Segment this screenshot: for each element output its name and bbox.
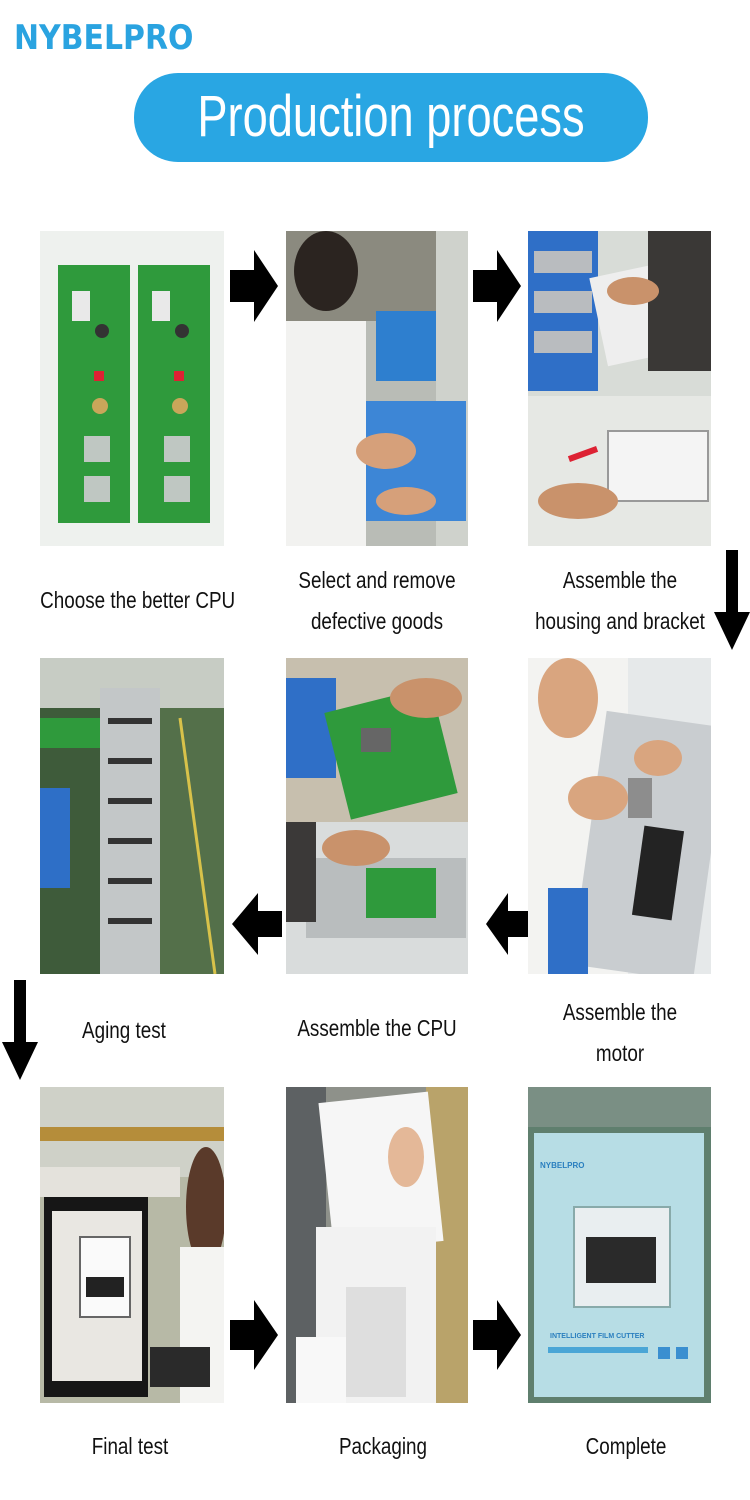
- brand-logo: NYBELPRO: [14, 18, 194, 58]
- arrow-down-icon: [714, 550, 750, 650]
- arrow-right-icon: [230, 1300, 278, 1370]
- caption-line: Select and remove: [298, 567, 456, 593]
- step-caption: Complete: [534, 1426, 718, 1467]
- caption-line: Complete: [585, 1433, 667, 1459]
- worker-sorting-parts-photo: [286, 231, 468, 546]
- caption-line: motor: [595, 1040, 645, 1066]
- box-brand-text: NYBELPRO: [540, 1161, 585, 1170]
- arrow-left-icon: [486, 893, 528, 955]
- step-caption: Choose the better CPU: [40, 580, 236, 621]
- arrow-right-icon: [473, 1300, 521, 1370]
- arrow-right-icon: [230, 250, 278, 322]
- step-caption: Packaging: [292, 1426, 474, 1467]
- step-caption: Aging test: [32, 1010, 216, 1051]
- circuit-boards-photo: [40, 231, 224, 546]
- caption-line: Assemble the: [562, 567, 678, 593]
- product-box-photo: NYBELPRO INTELLIGENT FILM CUTTER: [528, 1087, 711, 1403]
- caption-line: Assemble the CPU: [297, 1015, 457, 1041]
- page-title: Production process: [197, 84, 585, 149]
- step-caption: Select and remove defective goods: [286, 560, 468, 642]
- step-caption: Assemble the motor: [528, 992, 712, 1074]
- final-test-computer-photo: [40, 1087, 224, 1403]
- arrow-right-icon: [473, 250, 521, 322]
- caption-line: Final test: [91, 1433, 169, 1459]
- box-product-text: INTELLIGENT FILM CUTTER: [550, 1333, 645, 1340]
- arrow-down-icon: [2, 980, 38, 1080]
- caption-line: Assemble the: [562, 999, 678, 1025]
- arrow-left-icon: [232, 893, 282, 955]
- title-banner: Production process: [134, 73, 648, 162]
- step-caption: Assemble the housing and bracket: [528, 560, 712, 642]
- step-caption: Assemble the CPU: [286, 1008, 468, 1049]
- caption-line: Choose the better CPU: [40, 587, 236, 613]
- step-caption: Final test: [38, 1426, 222, 1467]
- packaging-photo: [286, 1087, 468, 1403]
- caption-line: Packaging: [338, 1433, 428, 1459]
- housing-assembly-photo: [528, 231, 711, 546]
- caption-line: housing and bracket: [535, 608, 705, 634]
- motor-assembly-photo: [528, 658, 711, 974]
- aging-test-rack-photo: [40, 658, 224, 974]
- caption-line: Aging test: [82, 1017, 166, 1043]
- caption-line: defective goods: [310, 608, 444, 634]
- cpu-assembly-photo: [286, 658, 468, 974]
